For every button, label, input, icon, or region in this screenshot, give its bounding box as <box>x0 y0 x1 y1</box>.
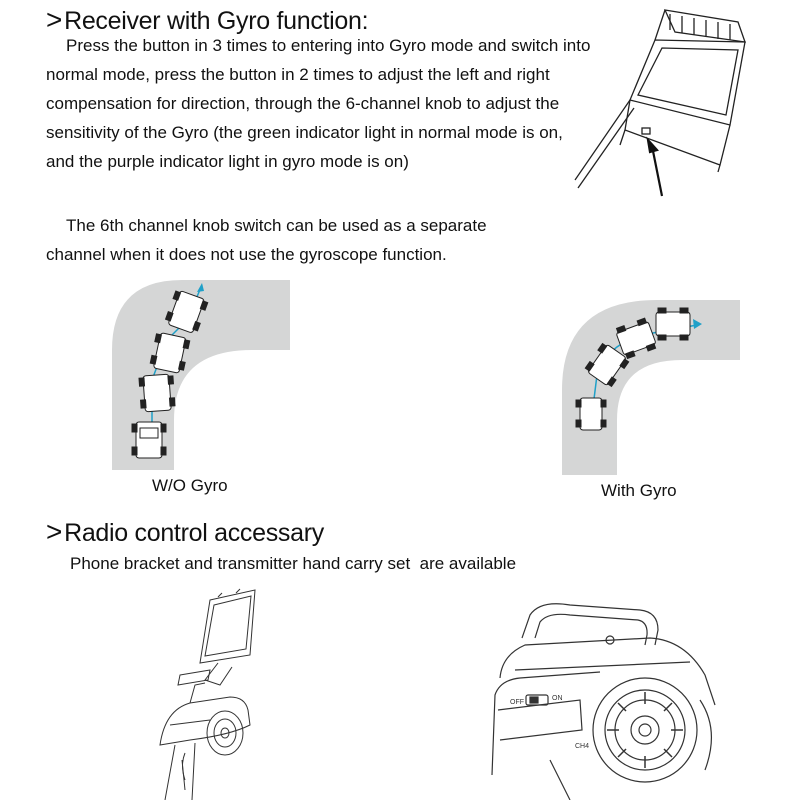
accessory-description: Phone bracket and transmitter hand carry… <box>70 554 517 573</box>
rc-car <box>131 421 167 459</box>
transmitter-closeup: OFF ON CH4 <box>491 603 716 800</box>
transmitter-with-phone-bracket <box>159 588 256 800</box>
with-gyro-diagram <box>562 300 740 475</box>
receiver-illustration <box>574 9 746 197</box>
track-curve <box>562 300 740 475</box>
section-title: Receiver with Gyro function: <box>64 7 369 35</box>
on-label: ON <box>552 695 563 702</box>
without-gyro-diagram <box>112 280 290 470</box>
rc-car <box>138 373 176 413</box>
off-label: OFF <box>510 699 524 706</box>
with-gyro-caption: With Gyro <box>601 481 677 500</box>
rc-car <box>655 307 691 341</box>
rc-car <box>575 397 607 431</box>
rc-car <box>164 290 209 333</box>
rc-car <box>615 317 657 360</box>
gyro-instructions: Press the button in 3 times to entering … <box>46 36 591 171</box>
without-gyro-caption: W/O Gyro <box>152 476 228 495</box>
section-title: Radio control accessary <box>64 519 324 547</box>
sixth-channel-note: The 6th channel knob switch can be used … <box>46 216 487 264</box>
section-heading-accessory: >Radio control accessary <box>46 516 324 548</box>
rc-car <box>149 332 191 374</box>
section-heading-receiver: >Receiver with Gyro function: <box>46 4 369 36</box>
section-marker: > <box>46 516 63 547</box>
rc-car <box>584 342 630 388</box>
section-marker: > <box>46 4 63 35</box>
ch4-label: CH4 <box>575 743 589 750</box>
